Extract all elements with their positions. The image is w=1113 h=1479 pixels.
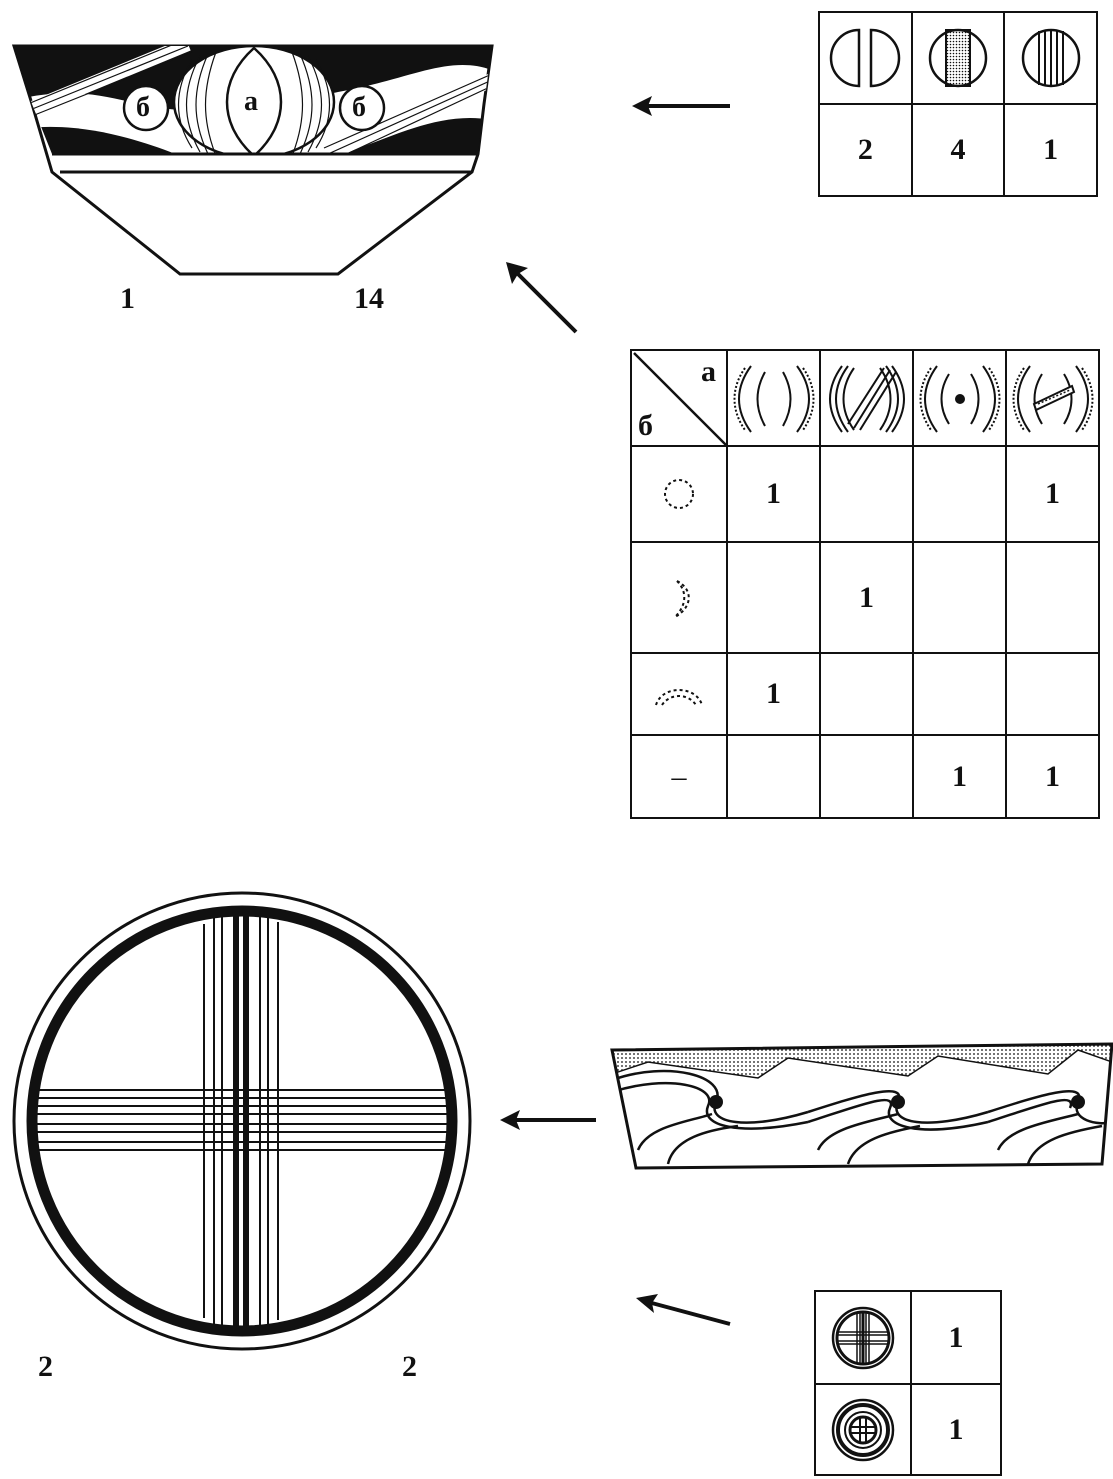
stippled-band-circle-icon <box>912 12 1005 104</box>
bowl-label-b-left: б <box>136 92 150 124</box>
matrix-cell: 1 <box>1006 446 1099 542</box>
figure1-caption-right: 14 <box>354 282 384 316</box>
dot-arcs-icon <box>913 350 1006 446</box>
matrix-cell <box>1006 542 1099 652</box>
matrix-col-axis-label: а <box>701 355 716 389</box>
matrix-cell <box>913 446 1006 542</box>
cross-in-circle-icon <box>815 1291 911 1384</box>
variant-table-1: 2 4 1 <box>818 11 1098 197</box>
dotted-arc-icon <box>631 653 727 736</box>
matrix-cell <box>727 735 820 818</box>
split-circle-icon <box>819 12 912 104</box>
matrix-cell <box>820 446 913 542</box>
figure1-caption-left: 1 <box>120 282 135 316</box>
matrix-cell: 1 <box>913 735 1006 818</box>
matrix-cell: 1 <box>727 446 820 542</box>
matrix-corner-cell: а б <box>631 350 727 446</box>
arrow-left-icon <box>634 1290 734 1330</box>
bowl-base-drawing <box>8 890 476 1352</box>
dotted-circle-icon <box>631 446 727 542</box>
matrix-cell <box>727 542 820 652</box>
matrix-cell <box>913 653 1006 736</box>
matrix-cell: 1 <box>820 542 913 652</box>
arrow-left-icon <box>630 90 732 122</box>
variant-count: 4 <box>912 104 1005 196</box>
figure2-caption-left: 2 <box>38 1350 53 1384</box>
variant-count: 1 <box>911 1291 1001 1384</box>
variant-count: 1 <box>911 1384 1001 1475</box>
variant-count: 1 <box>1004 104 1097 196</box>
matrix-cell <box>820 735 913 818</box>
bowl-side-profile-drawing <box>608 1040 1113 1180</box>
variant-table-2: 1 1 <box>814 1290 1002 1476</box>
variant-count: 2 <box>819 104 912 196</box>
figure2-caption-right: 2 <box>402 1350 417 1384</box>
plain-arcs-icon <box>727 350 820 446</box>
stippled-band-arcs-icon <box>1006 350 1099 446</box>
hatched-band-arcs-icon <box>820 350 913 446</box>
bowl-label-b-right: б <box>352 92 366 124</box>
motif-matrix: а б <box>630 349 1100 819</box>
matrix-cell: 1 <box>1006 735 1099 818</box>
bowl-label-a: а <box>244 86 258 118</box>
matrix-cell: 1 <box>727 653 820 736</box>
arrow-left-icon <box>498 1104 598 1136</box>
matrix-cell <box>913 542 1006 652</box>
bowl-profile-drawing <box>8 40 498 285</box>
arrow-up-left-icon <box>502 258 582 338</box>
matrix-cell <box>820 653 913 736</box>
cross-in-double-circle-icon <box>815 1384 911 1475</box>
striped-band-circle-icon <box>1004 12 1097 104</box>
matrix-cell <box>1006 653 1099 736</box>
dotted-crescent-icon <box>631 542 727 652</box>
matrix-row-axis-label: б <box>638 409 653 443</box>
dash-icon: – <box>631 735 727 818</box>
